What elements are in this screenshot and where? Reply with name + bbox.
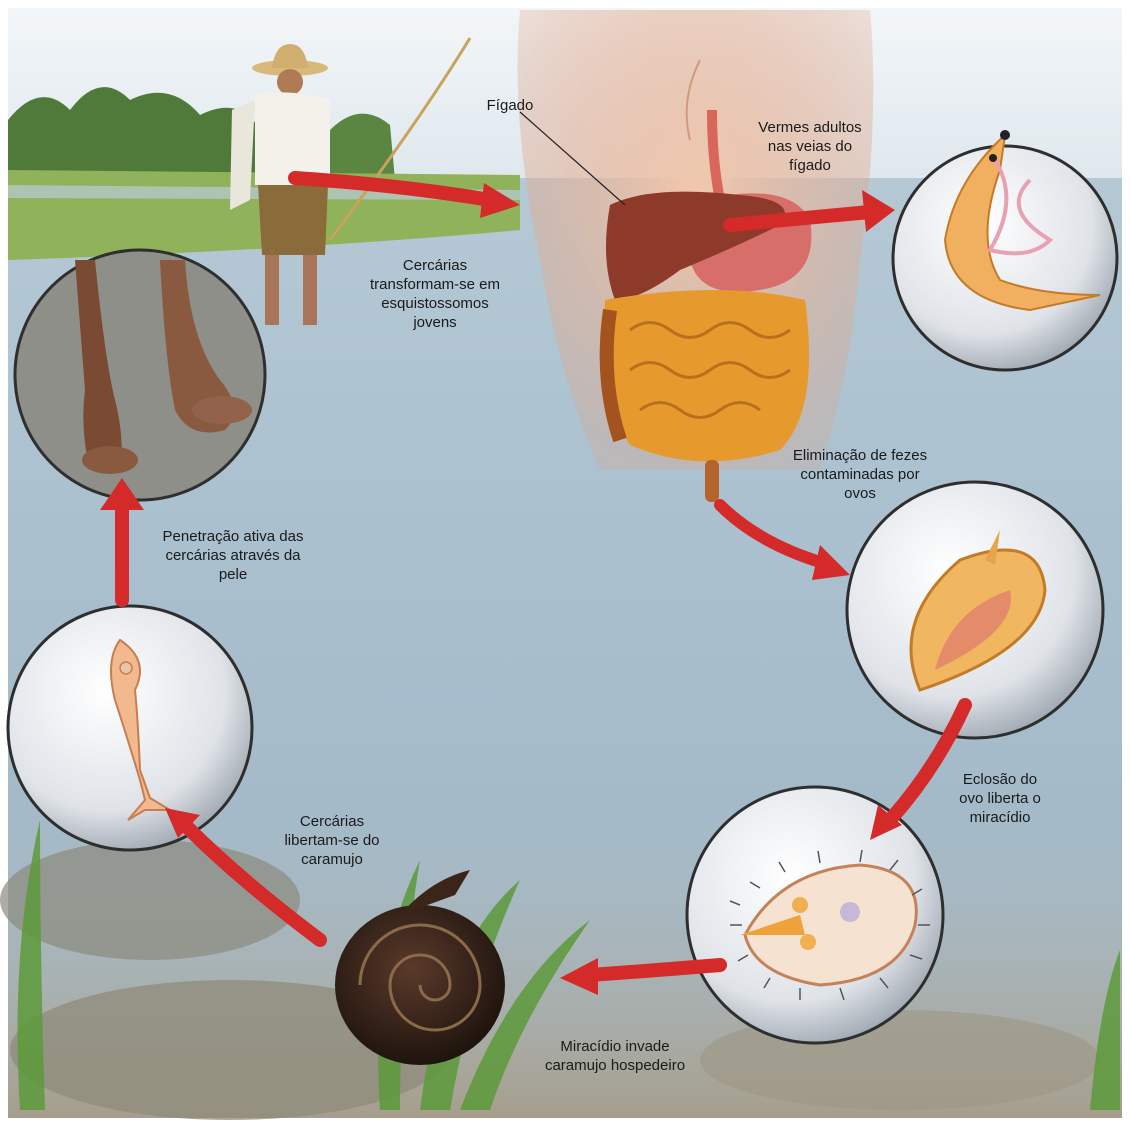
- egg-icon: [847, 482, 1103, 738]
- label-cercarias-transformam: Cercárias transformam-se em esquistossom…: [345, 256, 525, 332]
- label-vermes-adultos: Vermes adultos nas veias do fígado: [725, 118, 895, 175]
- rectum: [705, 460, 719, 502]
- label-miracidio-invade: Miracídio invade caramujo hospedeiro: [505, 1037, 725, 1075]
- label-cercarias-libertam: Cercárias libertam-se do caramujo: [262, 812, 402, 869]
- label-eliminacao-fezes: Eliminação de fezes contaminadas por ovo…: [770, 446, 950, 503]
- label-figado: Fígado: [445, 96, 575, 115]
- rock: [0, 840, 300, 960]
- cercaria-icon: [8, 606, 252, 850]
- label-eclosao-ovo: Eclosão do ovo liberta o miracídio: [940, 770, 1060, 827]
- label-penetracao-ativa: Penetração ativa das cercárias através d…: [128, 527, 338, 584]
- miracidium-icon: [687, 787, 943, 1043]
- feet-icon: [15, 250, 265, 500]
